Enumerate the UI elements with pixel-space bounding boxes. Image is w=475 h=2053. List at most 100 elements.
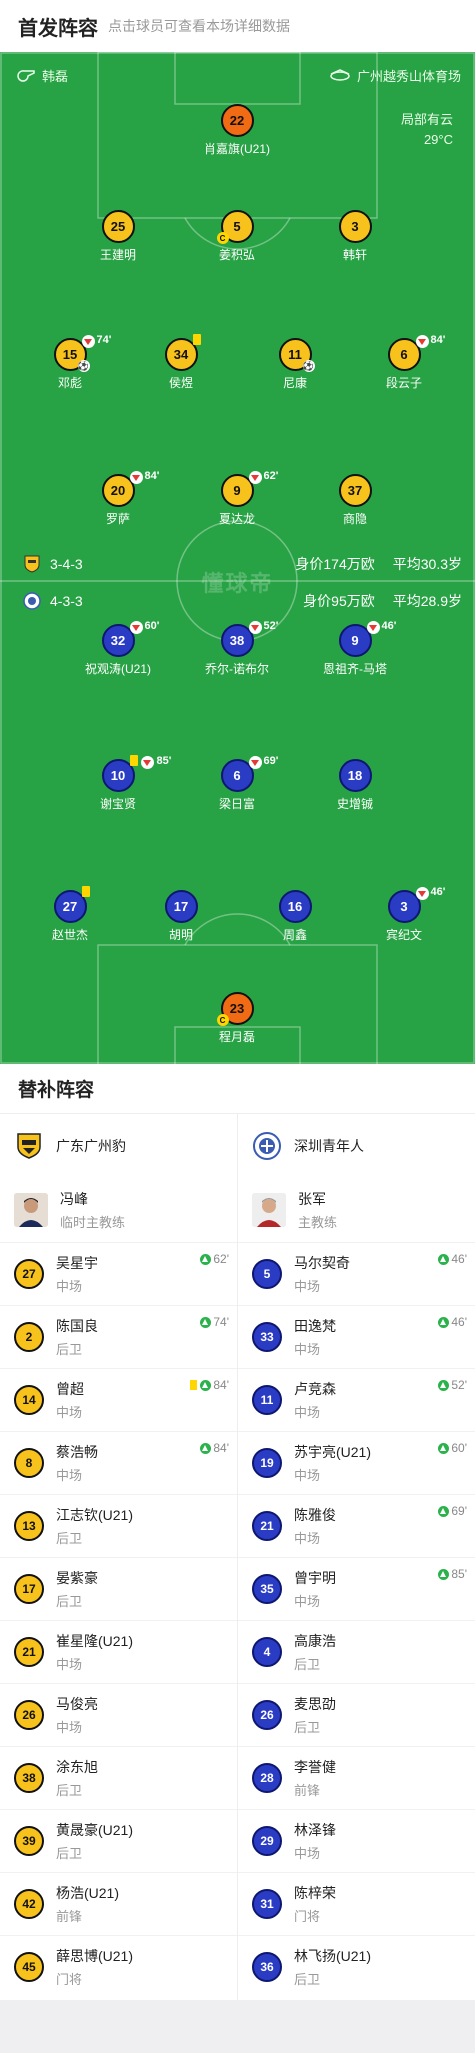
home-team-header[interactable]: 广东广州豹	[0, 1114, 237, 1178]
player-name: 江志钦(U21)	[56, 1507, 134, 1523]
player-number: 26	[14, 1700, 44, 1730]
away-player-17[interactable]: 17 胡明	[126, 890, 236, 943]
home-player-25[interactable]: 25 王建明	[63, 210, 173, 263]
away-player-27[interactable]: 27 赵世杰	[15, 886, 125, 943]
player-position: 中场	[294, 1846, 321, 1861]
away-coach[interactable]: 张军主教练	[238, 1178, 475, 1242]
sub-in-event: 85'	[438, 1567, 467, 1581]
home-formation: 3-4-3	[50, 556, 83, 572]
sub-out-icon	[366, 621, 380, 634]
away-player-32[interactable]: 32 60' 祝观涛(U21)	[63, 620, 173, 677]
player-name: 商隐	[342, 512, 367, 526]
away-formation-row: 4-3-3 身价95万欧平均28.9岁	[22, 591, 462, 611]
player-number: 25	[110, 219, 126, 234]
home-player-37[interactable]: 37 商隐	[300, 474, 410, 527]
pitch: 韩磊 广州越秀山体育场 局部有云 29°C 懂球帝 22 肖嘉旗(U21) 25…	[0, 52, 475, 1064]
subs-title: 替补阵容	[0, 1064, 475, 1114]
home-player-22[interactable]: 22 肖嘉旗(U21)	[182, 104, 292, 157]
player-number: 28	[252, 1763, 282, 1793]
sub-out-icon	[81, 335, 95, 348]
sub-in-icon	[200, 1379, 212, 1391]
player-name: 赵世杰	[51, 928, 88, 942]
sub-in-icon	[438, 1379, 450, 1391]
home-player-11[interactable]: 11⚽ 尼康	[240, 338, 350, 391]
player-number: 32	[110, 633, 126, 648]
player-name: 周鑫	[282, 928, 307, 942]
player-name: 祝观涛(U21)	[84, 662, 151, 676]
sub-in-icon	[438, 1253, 450, 1265]
sub-out-time: 46'	[381, 620, 397, 632]
sub-out-time: 60'	[144, 620, 160, 632]
player-number: 39	[14, 1826, 44, 1856]
sub-in-event: 60'	[438, 1441, 467, 1455]
away-team-header[interactable]: 深圳青年人	[238, 1114, 475, 1178]
home-team-name: 广东广州豹	[56, 1138, 126, 1154]
player-name: 乔尔-诺布尔	[205, 662, 269, 676]
stadium-icon	[330, 68, 350, 81]
sub-out-time: 74'	[96, 334, 112, 346]
player-name: 陈雅俊	[294, 1507, 336, 1523]
player-number: 4	[252, 1637, 282, 1667]
player-name: 崔星隆(U21)	[56, 1633, 134, 1649]
player-name: 罗萨	[105, 512, 130, 526]
column-divider	[237, 1114, 238, 2000]
home-player-3[interactable]: 3 韩轩	[300, 210, 410, 263]
player-name: 邓彪	[57, 376, 82, 390]
player-name: 林飞扬(U21)	[294, 1948, 372, 1964]
player-number: 38	[14, 1763, 44, 1793]
sub-in-time: 46'	[451, 1315, 467, 1329]
captain-icon: C	[216, 232, 229, 244]
player-name: 梁日富	[218, 797, 255, 811]
goal-ball-icon: ⚽	[77, 360, 90, 372]
sub-in-time: 69'	[451, 1504, 467, 1518]
player-name: 恩祖齐-马塔	[323, 662, 387, 676]
referee-name: 韩磊	[42, 69, 69, 84]
sub-in-time: 46'	[451, 1252, 467, 1266]
player-number: 27	[62, 899, 78, 914]
home-player-34[interactable]: 34 侯煜	[126, 334, 236, 391]
away-player-18[interactable]: 18 史增铖	[300, 759, 410, 812]
player-position: 门将	[56, 1972, 83, 1987]
home-coach[interactable]: 冯峰临时主教练	[0, 1178, 237, 1242]
away-team-name: 深圳青年人	[294, 1138, 364, 1154]
player-number: 6	[400, 347, 408, 362]
away-player-16[interactable]: 16 周鑫	[240, 890, 350, 943]
